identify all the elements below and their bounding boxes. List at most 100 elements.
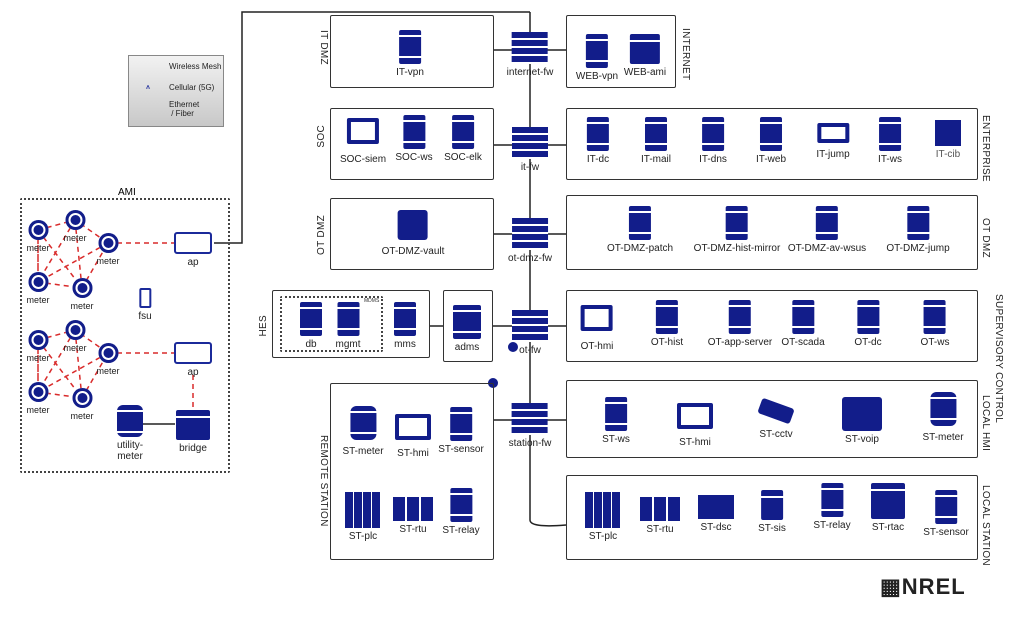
ot-dmz-patch[interactable]: OT-DMZ-patch (607, 206, 673, 254)
ot-app-server[interactable]: OT-app-server (708, 300, 772, 348)
phone-icon (139, 288, 151, 308)
secure-sensor-icon (934, 490, 957, 524)
meter[interactable]: meter (96, 233, 120, 266)
database-server-icon (451, 115, 474, 149)
meter[interactable]: meter (63, 320, 87, 353)
meter[interactable]: meter (26, 330, 50, 363)
soc-elk[interactable]: SOC-elk (444, 115, 482, 163)
st-rtu-remote[interactable]: ST-rtu (393, 497, 433, 535)
it-ws[interactable]: IT-ws (878, 117, 902, 165)
st-dsc[interactable]: ST-dsc (698, 495, 734, 533)
meter[interactable]: meter (63, 210, 87, 243)
st-sensor-remote[interactable]: ST-sensor (438, 407, 484, 455)
soc-ws[interactable]: SOC-ws (395, 115, 433, 163)
vpn-server-icon (398, 30, 421, 64)
mms[interactable]: mms (394, 302, 416, 350)
web-server-icon (759, 117, 782, 151)
st-rtu[interactable]: ST-rtu (640, 497, 680, 535)
legend-wireless: Wireless Mesh (169, 62, 222, 71)
it-cib[interactable]: IT-cib (935, 120, 961, 160)
ot-ws[interactable]: OT-ws (921, 300, 949, 348)
it-web[interactable]: IT-web (756, 117, 786, 165)
db[interactable]: db (300, 302, 322, 350)
hes-title: HES (258, 315, 269, 337)
st-hmi[interactable]: ST-hmi (677, 403, 713, 448)
node-label: ot-dmz-fw (508, 253, 552, 264)
local-hmi-title: LOCAL HMI (980, 395, 991, 452)
windows-server-icon (816, 206, 838, 240)
access-point[interactable]: ap (174, 232, 212, 268)
node-label: ST-ws (602, 434, 630, 445)
ot-dmz-left-title: OT DMZ (316, 215, 327, 255)
ot-dmz-jump[interactable]: OT-DMZ-jump (886, 206, 950, 254)
node-label: ST-hmi (679, 437, 711, 448)
ot-hist[interactable]: OT-hist (651, 300, 683, 348)
station-fw[interactable]: station-fw (508, 403, 552, 449)
hes-zone (272, 290, 430, 358)
smart-meter-icon (930, 392, 956, 426)
st-sensor[interactable]: ST-sensor (923, 490, 969, 538)
ot-dmz-av-wsus[interactable]: OT-DMZ-av-wsus (788, 206, 866, 254)
ot-dc[interactable]: OT-dc (854, 300, 882, 348)
st-relay-remote[interactable]: ST-relay (442, 488, 480, 536)
it-fw[interactable]: it-fw (512, 127, 548, 173)
it-vpn[interactable]: IT-vpn (396, 30, 424, 78)
node-label: it-fw (520, 162, 540, 173)
meter[interactable]: meter (96, 343, 120, 376)
st-plc[interactable]: ST-plc (585, 492, 621, 542)
ot-dmz-fw[interactable]: ot-dmz-fw (508, 218, 552, 264)
meter[interactable]: meter (26, 272, 50, 305)
it-dns[interactable]: IT-dns (699, 117, 727, 165)
ot-hmi[interactable]: OT-hmi (581, 305, 613, 352)
adms[interactable]: adms (453, 305, 481, 353)
utility-meter[interactable]: utility-meter (105, 405, 155, 462)
st-plc-remote[interactable]: ST-plc (345, 492, 381, 542)
st-meter-remote[interactable]: ST-meter (342, 406, 384, 457)
st-voip[interactable]: ST-voip (842, 397, 882, 445)
st-ws[interactable]: ST-ws (602, 397, 630, 445)
internet-fw[interactable]: internet-fw (507, 32, 553, 78)
ot-fw[interactable]: ot-fw (512, 310, 548, 356)
meter-icon (64, 210, 85, 230)
web-ami[interactable]: WEB-ami (624, 34, 666, 78)
vpn-server-icon (585, 34, 608, 68)
node-label: ap (187, 257, 199, 268)
st-sis[interactable]: ST-sis (758, 490, 786, 534)
mail-server-icon (645, 117, 667, 151)
ot-dmz-vault[interactable]: OT-DMZ-vault (382, 210, 444, 257)
it-mail[interactable]: IT-mail (641, 117, 671, 165)
secure-sensor-icon (449, 407, 472, 441)
mdms-label: MDMS (364, 298, 380, 304)
meter[interactable]: meter (26, 382, 50, 415)
fsu[interactable]: fsu (138, 288, 152, 322)
meter-icon (97, 343, 118, 363)
access-point-cellular[interactable]: ap (174, 342, 212, 378)
node-label: / Fiber (171, 109, 194, 118)
meter[interactable]: meter (70, 278, 94, 311)
bridge[interactable]: bridge (176, 410, 210, 454)
wireless-icon (508, 342, 518, 352)
meter-icon (27, 220, 48, 240)
soc-siem[interactable]: SOC-siem (340, 118, 386, 165)
ot-dmz-hist-mirror[interactable]: OT-DMZ-hist-mirror (694, 206, 780, 254)
st-meter[interactable]: ST-meter (922, 392, 964, 443)
meter-icon (71, 278, 92, 298)
meter[interactable]: meter (70, 388, 94, 421)
node-label: NREL (901, 574, 966, 599)
meter[interactable]: meter (26, 220, 50, 253)
ot-scada[interactable]: OT-scada (781, 300, 825, 348)
it-jump[interactable]: IT-jump (816, 123, 850, 160)
node-label: meter (96, 366, 120, 376)
st-relay[interactable]: ST-relay (813, 483, 851, 531)
node-label: station-fw (508, 438, 552, 449)
st-hmi-remote[interactable]: ST-hmi (395, 414, 431, 459)
node-label: IT-mail (641, 154, 671, 165)
mgmt[interactable]: mgmt (336, 302, 361, 350)
ami-zone (20, 198, 230, 473)
st-rtac[interactable]: ST-rtac (871, 483, 905, 533)
it-dc[interactable]: IT-dc (587, 117, 609, 165)
windows-server-icon (856, 300, 879, 334)
node-label: IT-dc (586, 154, 610, 165)
web-vpn[interactable]: WEB-vpn (576, 34, 618, 82)
st-cctv[interactable]: ST-cctv (757, 397, 795, 440)
